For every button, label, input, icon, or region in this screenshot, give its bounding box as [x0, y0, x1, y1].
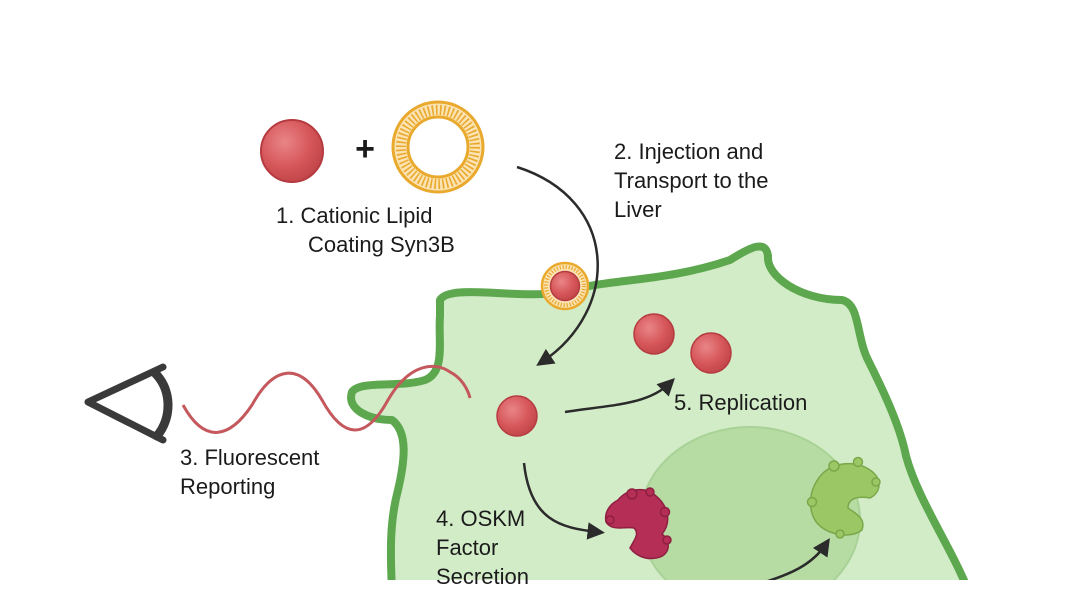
step1-label: 1. Cationic Lipid Coating Syn3B [276, 201, 455, 259]
step3-label: 3. Fluorescent Reporting [180, 443, 319, 501]
step1-line1: 1. Cationic Lipid [276, 203, 433, 228]
protein-icon [604, 487, 672, 560]
step2-label: 2. Injection and Transport to the Liver [614, 137, 768, 224]
secretion-arrow [522, 462, 605, 540]
lipid-vesicle-icon [391, 100, 485, 194]
nucleus-arrow [767, 538, 830, 580]
fluorescent-wave [181, 364, 472, 434]
step2-line3: Liver [614, 197, 662, 222]
replication-arrow [564, 378, 675, 414]
step2-line2: Transport to the [614, 168, 769, 193]
step4-label: 4. OSKM Factor Secretion [436, 504, 529, 591]
step5-line1: 5. Replication [674, 390, 808, 415]
step4-line2: Factor [436, 535, 499, 560]
replicated-particle [633, 313, 675, 355]
step5-label: 5. Replication [674, 388, 807, 417]
step3-line2: Reporting [180, 474, 276, 499]
green-protein-icon [806, 456, 881, 539]
step3-line1: 3. Fluorescent [180, 445, 320, 470]
eye-icon [84, 363, 173, 444]
step2-line1: 2. Injection and [614, 139, 764, 164]
step1-line2: Coating Syn3B [308, 232, 455, 257]
plus-sign: + [355, 130, 375, 168]
virus-particle-icon [260, 119, 324, 183]
particle-inside [496, 395, 538, 437]
replicated-particle [690, 332, 732, 374]
step4-line3: Secretion [436, 564, 529, 589]
injection-arrow [516, 165, 599, 366]
coated-particle [540, 261, 590, 311]
step4-line1: 4. OSKM [436, 506, 526, 531]
